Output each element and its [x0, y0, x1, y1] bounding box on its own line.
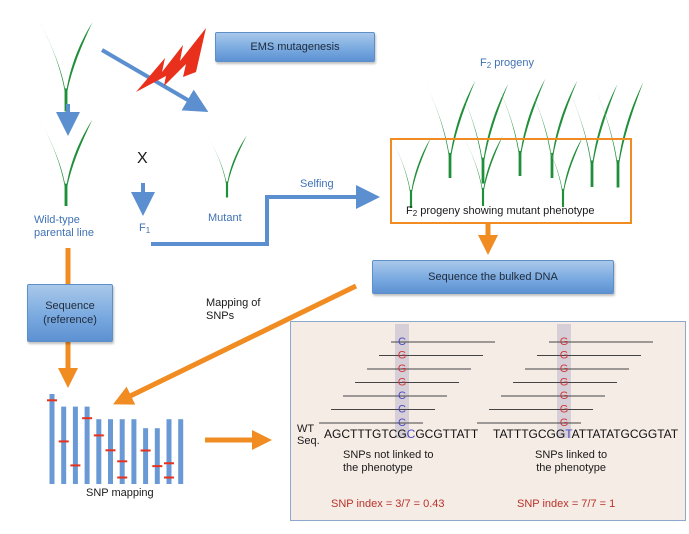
sequence-reference-box: Sequence (reference) [27, 284, 113, 342]
mutant-phenotype-box [390, 138, 632, 224]
read-base: G [560, 377, 569, 389]
chromosome [154, 428, 160, 484]
wt-sequence-right: TATTTGCGGTATTATATGCGGTAT [493, 427, 679, 441]
snp-marker [152, 465, 163, 468]
f2-mutant-phenotype-label: F2 progeny showing mutant phenotype [406, 205, 595, 218]
snp-marker [164, 462, 174, 465]
wt-snp-base-right: T [565, 427, 572, 441]
snp-marker [58, 440, 69, 443]
read-base: G [560, 336, 569, 348]
chromosome [131, 419, 137, 484]
selfing-label: Selfing [300, 178, 334, 190]
chromosome [108, 419, 113, 484]
read-base: C [398, 336, 406, 348]
snp-marker [164, 476, 174, 479]
snp-marker [140, 449, 151, 452]
arrow-mapping-of-snps [113, 283, 358, 405]
snp-mapping-label: SNP mapping [86, 487, 154, 499]
chromosome [49, 394, 55, 484]
read-base: G [560, 390, 569, 402]
read-base: C [398, 390, 406, 402]
snp-marker [117, 460, 128, 463]
sequence-bulked-dna-label: Sequence the bulked DNA [428, 271, 558, 283]
caption-linked: SNPs linked to the phenotype [535, 449, 608, 474]
f2-progeny-label: F2 progeny [480, 57, 534, 70]
f1-label: F1 [139, 222, 151, 235]
snp-marker [105, 449, 116, 452]
read-base: C [398, 417, 406, 429]
caption-not-linked: SNPs not linked to the phenotype [343, 449, 434, 474]
chromosome [96, 419, 102, 484]
mutant-label: Mutant [208, 212, 242, 224]
chromosome [72, 406, 78, 484]
wild-type-parental-plant [39, 119, 93, 206]
chromosome [61, 406, 67, 484]
chromosome [119, 419, 125, 484]
read-base: G [398, 363, 407, 375]
read-base: G [398, 377, 407, 389]
wild-type-plant-top [39, 22, 93, 112]
read-base: G [560, 404, 569, 416]
mapping-of-snps-label: Mapping of SNPs [206, 297, 261, 322]
wt-sequence-left: AGCTTTGTCGCGCGTTATT [324, 427, 479, 441]
chromosome [84, 406, 90, 484]
parental-line-label: parental line [34, 227, 94, 239]
read-base: G [560, 417, 569, 429]
snp-marker [117, 476, 128, 479]
wt-snp-base-left: C [406, 427, 416, 441]
cross-symbol: X [137, 150, 148, 167]
snp-marker [47, 399, 57, 402]
snp-index-right: SNP index = 7/7 = 1 [517, 498, 616, 510]
chromosome [178, 419, 184, 484]
selfing-arrow [151, 185, 380, 246]
wt-seq-label: WT Seq. [297, 423, 320, 447]
lightning-icon [136, 28, 206, 92]
wild-type-label: Wild-type [34, 214, 80, 226]
read-base: C [398, 404, 406, 416]
chromosome [166, 419, 172, 484]
chromosome-set [47, 394, 184, 484]
read-base: G [398, 350, 407, 362]
ems-mutagenesis-box: EMS mutagenesis [215, 32, 375, 62]
sequence-bulked-dna-box: Sequence the bulked DNA [372, 260, 614, 294]
f2-progeny-plants [424, 78, 644, 188]
ems-mutagenesis-label: EMS mutagenesis [250, 41, 340, 53]
snp-marker [82, 417, 93, 420]
chromosome [143, 428, 149, 484]
mutant-plant [207, 135, 247, 198]
read-base: G [560, 350, 569, 362]
snp-index-left: SNP index = 3/7 = 0.43 [331, 498, 445, 510]
snp-marker [93, 434, 104, 437]
snp-marker [70, 464, 81, 467]
read-base: G [560, 363, 569, 375]
